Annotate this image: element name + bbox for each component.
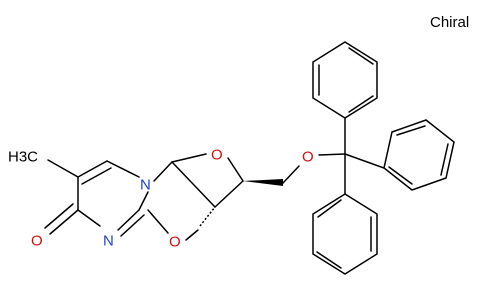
bond — [120, 214, 145, 237]
ring — [383, 119, 455, 191]
ring — [312, 41, 378, 119]
carbonyl-oxygen-label: O — [31, 233, 43, 250]
bond — [106, 160, 140, 178]
bond — [396, 125, 426, 136]
phenyl-right — [383, 119, 455, 191]
chiral-label: Chiral — [430, 14, 469, 31]
oxygen-label: O — [211, 147, 223, 164]
phenyl-bottom — [312, 193, 378, 275]
bond — [153, 161, 173, 182]
pyrimidine-ring — [77, 160, 149, 237]
bond — [171, 153, 207, 163]
bond — [282, 165, 300, 184]
bond — [81, 167, 112, 185]
bond — [138, 191, 149, 211]
nitrogen-label: N — [103, 233, 114, 250]
bond — [77, 209, 101, 227]
trityl-core — [318, 117, 385, 195]
bond — [440, 143, 449, 176]
bond — [348, 95, 374, 113]
ring — [312, 193, 378, 275]
bond — [348, 47, 374, 65]
bond — [44, 203, 74, 229]
wedge-bond — [243, 179, 283, 186]
bond — [185, 229, 199, 241]
bridge — [147, 153, 300, 241]
bond — [344, 153, 385, 169]
bond — [77, 160, 108, 178]
bond — [171, 161, 216, 208]
bond — [318, 153, 346, 156]
bond — [49, 209, 79, 235]
bond — [388, 166, 413, 185]
nitrogen-label: N — [140, 177, 151, 194]
hashed-bond — [199, 206, 216, 227]
ether-oxygen-label: O — [302, 149, 314, 166]
oxygen-label: O — [169, 234, 181, 251]
bond — [227, 157, 244, 182]
bond — [317, 199, 342, 218]
bond — [117, 209, 140, 231]
bond — [147, 209, 169, 234]
bond — [316, 251, 342, 269]
substituents — [44, 159, 79, 235]
methyl-label: H3C — [8, 149, 38, 166]
bond — [47, 159, 79, 178]
phenyl-top — [312, 41, 378, 119]
bond — [214, 180, 244, 208]
